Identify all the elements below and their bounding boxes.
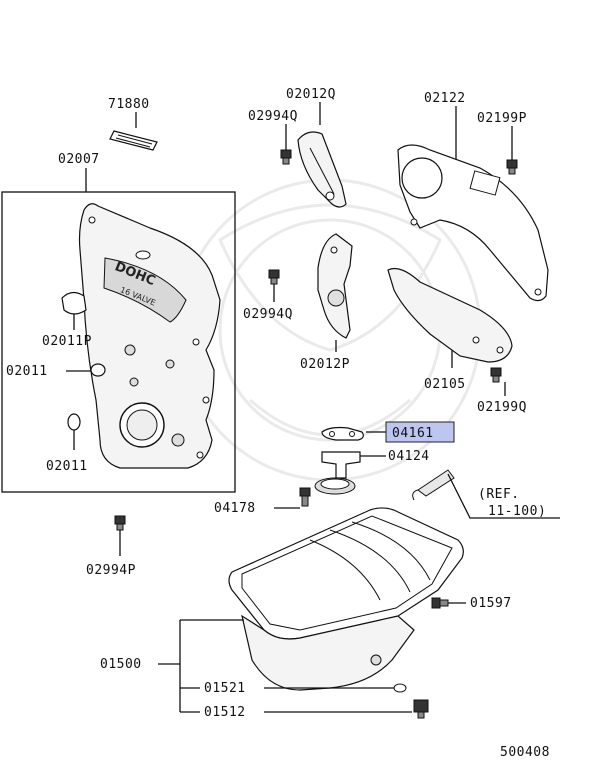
label-01597[interactable]: 01597: [470, 596, 512, 611]
plug-02011-lower[interactable]: [67, 413, 81, 431]
label-02199P[interactable]: 02199P: [477, 111, 527, 126]
drain-gasket-01521[interactable]: [393, 683, 407, 693]
label-01521[interactable]: 01521: [204, 681, 246, 696]
cover-upper-02012Q[interactable]: [297, 131, 347, 208]
label-02011-upper[interactable]: 02011: [6, 364, 48, 379]
decal-strip-71880[interactable]: [109, 130, 158, 151]
drain-plug-01512[interactable]: [413, 699, 429, 719]
label-02122[interactable]: 02122: [424, 91, 466, 106]
oil-strainer-04124[interactable]: [314, 451, 361, 495]
label-02011-lower[interactable]: 02011: [46, 459, 88, 474]
label-02105[interactable]: 02105: [424, 377, 466, 392]
bolt-02994P[interactable]: [114, 515, 126, 531]
timing-belt-cover[interactable]: DOHC 16 VALVE: [78, 203, 221, 469]
label-02994P[interactable]: 02994P: [86, 563, 136, 578]
plug-02011-upper[interactable]: [90, 363, 106, 377]
label-02994Q-top[interactable]: 02994Q: [248, 109, 298, 124]
bolt-02994Q-top[interactable]: [280, 149, 292, 165]
ref-label-line1[interactable]: (REF.: [478, 487, 520, 502]
label-04124[interactable]: 04124: [388, 449, 430, 464]
label-01500[interactable]: 01500: [100, 657, 142, 672]
diagram-number: 500408: [500, 745, 550, 760]
cover-plate-02105[interactable]: [387, 267, 513, 363]
label-02012P[interactable]: 02012P: [300, 357, 350, 372]
label-02011P[interactable]: 02011P: [42, 334, 92, 349]
bolt-01597[interactable]: [431, 597, 449, 609]
label-02012Q[interactable]: 02012Q: [286, 87, 336, 102]
cap-02011P[interactable]: [61, 291, 87, 315]
gasket-04161[interactable]: [321, 426, 364, 441]
label-01512[interactable]: 01512: [204, 705, 246, 720]
bolt-02199Q[interactable]: [490, 367, 502, 383]
label-71880[interactable]: 71880: [108, 97, 150, 112]
bolt-02199P[interactable]: [506, 159, 518, 175]
timing-cover-group-box: [1, 191, 236, 493]
bolt-02994Q-mid[interactable]: [268, 269, 280, 285]
rear-plate-02122[interactable]: [397, 144, 549, 302]
label-02994Q-mid[interactable]: 02994Q: [243, 307, 293, 322]
highlight-04161: [385, 421, 455, 443]
oil-pan-01500[interactable]: [228, 507, 464, 691]
label-02199Q[interactable]: 02199Q: [477, 400, 527, 415]
bolt-04178[interactable]: [299, 487, 311, 507]
label-04178[interactable]: 04178: [214, 501, 256, 516]
cover-lower-02012P[interactable]: [317, 233, 353, 339]
ref-label-line2[interactable]: 11-100): [488, 504, 546, 519]
label-02007[interactable]: 02007: [58, 152, 100, 167]
label-04161[interactable]: 04161: [392, 426, 434, 441]
oil-level-gauge-ref[interactable]: [412, 469, 455, 501]
